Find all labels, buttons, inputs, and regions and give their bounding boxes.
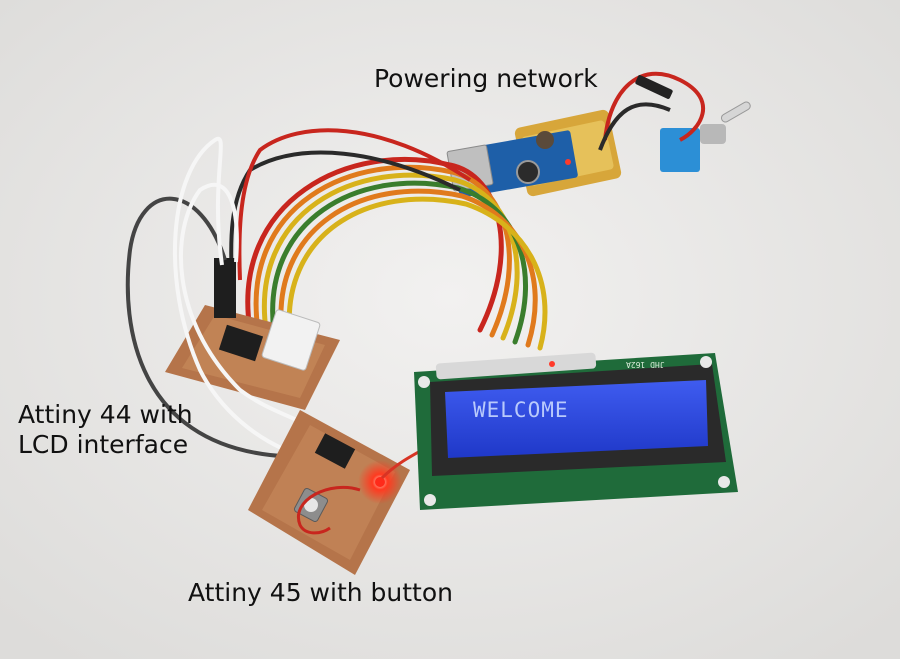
caption-attiny45: Attiny 45 with button: [188, 578, 454, 607]
button-wire-red: [296, 485, 361, 535]
lcd-display-text: WELCOME: [473, 398, 569, 422]
pin-header-attiny44: [214, 258, 236, 318]
attiny45-board: [248, 410, 410, 575]
caption-attiny44-line2: LCD interface: [18, 430, 189, 459]
caption-powering-network: Powering network: [374, 64, 598, 93]
switch-wire-black: [598, 102, 671, 151]
lcd-mount-hole-tl: [418, 376, 430, 388]
attiny45-chip: [314, 433, 356, 469]
lcd-board-marking: JHD 162A: [626, 360, 665, 369]
jumper-wire-white-1: [172, 136, 361, 465]
lcd-header-strip: [435, 352, 597, 380]
caption-attiny44: Attiny 44 with LCD interface: [18, 400, 193, 460]
lcd-screen: [445, 380, 708, 458]
caption-attiny44-line1: Attiny 44 with: [18, 400, 193, 429]
lcd-mount-hole-bl: [424, 494, 436, 506]
lcd-mount-hole-br: [718, 476, 730, 488]
ribbon-cable: [245, 156, 548, 351]
capacitor: [516, 160, 540, 184]
red-led: [375, 477, 385, 487]
switch-wire-red: [603, 71, 705, 142]
attiny44-chip: [218, 324, 264, 362]
lcd-header-connector: [261, 309, 321, 371]
attiny45-traces: [262, 425, 395, 560]
toggle-switch-lever: [720, 101, 751, 123]
toggle-switch-bushing: [700, 124, 726, 144]
lcd-mount-hole-tr: [700, 356, 712, 368]
power-wire-red: [237, 128, 472, 281]
power-wire-black: [229, 150, 461, 281]
switch-connector: [635, 75, 673, 99]
lcd-led-red: [549, 361, 555, 367]
toggle-switch-body: [660, 128, 700, 172]
inductor: [536, 131, 554, 149]
lcd-module: [414, 352, 738, 510]
module-led: [565, 159, 571, 165]
jumper-wire-white-2: [179, 182, 347, 457]
powering-network: [446, 71, 751, 198]
